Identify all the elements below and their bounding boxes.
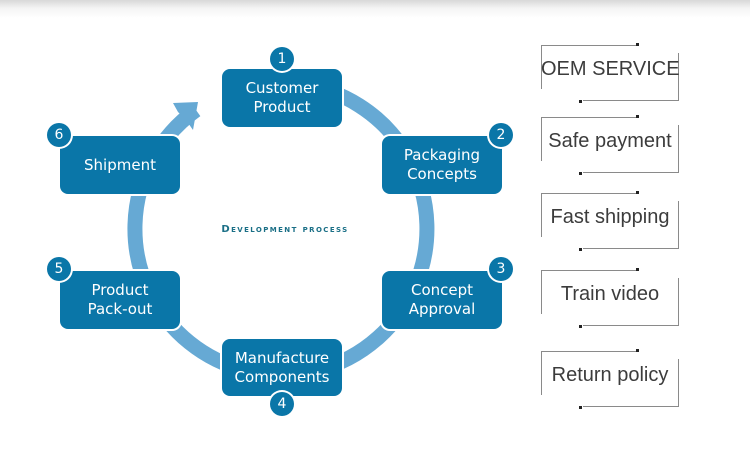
frame-line [583,325,679,326]
frame-line [541,117,542,161]
feature-label: Fast shipping [550,206,670,228]
feature-label: Safe payment [548,130,672,152]
frame-line [541,270,637,271]
frame-line [541,270,542,314]
frame-line [583,248,679,249]
corner-dot-icon [636,43,639,46]
frame-line [678,53,679,101]
step-label: Shipment [84,155,156,174]
frame-line [541,193,542,237]
corner-dot-icon [579,172,582,175]
feature-train-video: Train video [541,268,679,328]
feature-safe-payment: Safe payment [541,115,679,175]
corner-dot-icon [579,325,582,328]
frame-line [678,278,679,326]
corner-dot-icon [636,268,639,271]
corner-dot-icon [579,248,582,251]
frame-line [678,125,679,173]
step-label: Concept [410,281,474,299]
step-label: Approval [408,300,476,318]
step-shipment: Shipment [60,136,180,194]
step-label: Product [253,98,311,116]
corner-dot-icon [636,115,639,118]
step-number-badge: 3 [489,257,513,281]
frame-line [541,117,637,118]
step-label: Pack-out [87,300,153,318]
frame-line [541,45,542,89]
step-label: Customer [245,79,319,97]
corner-dot-icon [579,100,582,103]
step-label: Product [91,281,149,299]
step-label: Concepts [407,165,477,183]
step-number-badge: 4 [270,392,294,416]
frame-line [583,172,679,173]
cycle-arrow-icon [173,102,198,130]
step-number-badge: 1 [270,47,294,71]
frame-line [583,100,679,101]
corner-dot-icon [636,349,639,352]
frame-line [541,45,637,46]
step-number-badge: 2 [489,123,513,147]
feature-return-policy: Return policy [541,349,679,409]
feature-label: Train video [560,283,660,305]
frame-line [678,201,679,249]
corner-dot-icon [579,406,582,409]
frame-line [541,193,637,194]
frame-line [541,351,542,395]
feature-label: OEM SERVICE [541,58,680,80]
feature-fast-shipping: Fast shipping [541,191,679,251]
frame-line [541,351,637,352]
top-shadow [0,0,750,18]
feature-label: Return policy [551,364,669,386]
feature-oem-service: OEM SERVICE [541,43,680,103]
step-number-badge: 6 [47,123,71,147]
step-label: Components [234,367,330,386]
step-label: Manufacture [234,348,330,367]
frame-line [583,406,679,407]
step-label: Packaging [403,146,481,164]
step-number-badge: 5 [47,257,71,281]
frame-line [678,359,679,407]
corner-dot-icon [636,191,639,194]
diagram-title: Development process [221,224,349,235]
